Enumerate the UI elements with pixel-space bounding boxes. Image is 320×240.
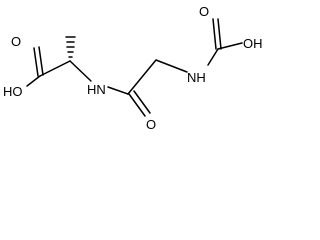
atom-label-nh-right: NH — [187, 70, 206, 85]
bond-c1-calpha — [39, 60, 71, 77]
structure-canvas: HO O HN O NH O OH — [3, 4, 263, 132]
bond-c1-o-double-b — [38, 46, 44, 76]
bond-nh-amide-c — [107, 86, 129, 95]
atom-label-oh-right: OH — [243, 36, 263, 51]
bond-right-co-a — [212, 18, 217, 50]
bond-amide-co-b — [133, 90, 151, 114]
atom-label-oh-left: HO — [3, 84, 23, 99]
atom-label-nh-left: HN — [87, 82, 106, 97]
bond-ch2-nh — [155, 59, 188, 73]
bond-calpha-nh — [69, 60, 92, 82]
bond-amide-co-a — [128, 93, 146, 117]
atom-label-o-left: O — [11, 34, 21, 49]
bond-right-c-oh — [217, 42, 243, 50]
bond-right-co-b — [217, 18, 222, 50]
atom-label-o-bottom: O — [146, 117, 156, 132]
bond-c1-o-double-a — [33, 47, 39, 77]
atom-label-o-top: O — [199, 4, 209, 19]
stereo-hash-bond — [65, 36, 76, 58]
bond-nh-carboxyl-c — [207, 48, 219, 66]
bond-amide-c-ch2 — [127, 59, 157, 95]
molecule-diagram: HO O HN O NH O OH — [3, 4, 263, 132]
bond-c1-oh — [26, 75, 41, 87]
